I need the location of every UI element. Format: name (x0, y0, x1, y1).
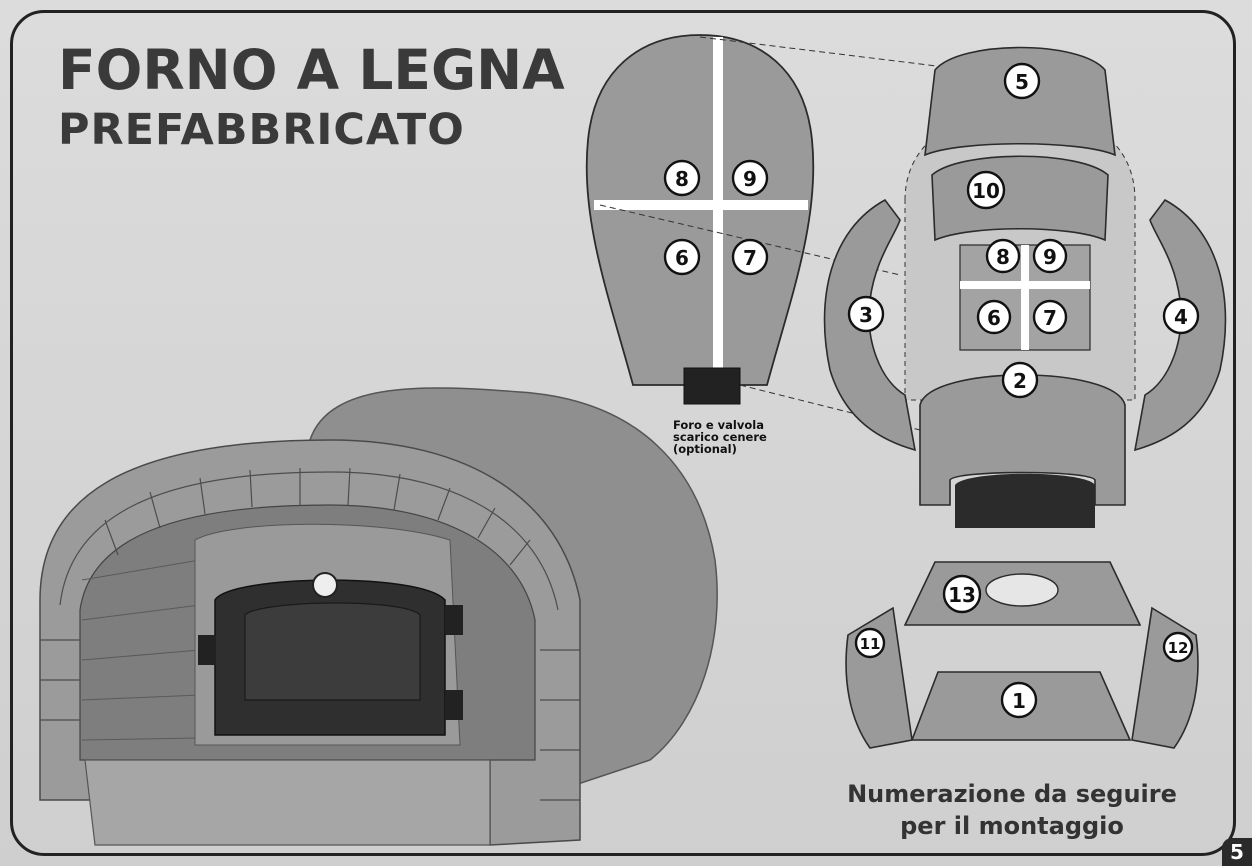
ash-valve-caption: Foro e valvola scarico cenere (optional) (673, 419, 793, 455)
piece-number-12: 12 (1168, 639, 1189, 657)
page-subtitle: PREFABBRICATO (58, 105, 465, 155)
page-number: 5 (1222, 838, 1252, 866)
assembled-oven-illustration (39, 387, 718, 846)
piece-number-3: 3 (859, 303, 873, 327)
piece-number-2: 2 (1013, 369, 1027, 393)
piece-number-9-top: 9 (743, 167, 757, 191)
top-view-numbers: 8 9 6 7 (663, 159, 769, 276)
page-frame (10, 10, 1236, 856)
piece-number-11: 11 (860, 635, 881, 653)
piece-number-7-top: 7 (743, 246, 757, 270)
piece-number-13: 13 (948, 583, 976, 607)
ash-valve-caption-line3: (optional) (673, 442, 737, 456)
piece-number-7: 7 (1043, 306, 1057, 330)
piece-number-6: 6 (987, 306, 1001, 330)
assembly-order-caption-line1: Numerazione da seguire (847, 780, 1177, 808)
piece-number-1: 1 (1012, 689, 1026, 713)
piece-number-8-top: 8 (675, 167, 689, 191)
assembly-order-caption-line2: per il montaggio (900, 812, 1124, 840)
piece-number-8: 8 (996, 245, 1010, 269)
piece-number-5: 5 (1015, 70, 1029, 94)
ash-valve-caption-line2: scarico cenere (673, 430, 767, 444)
piece-number-4: 4 (1174, 305, 1188, 329)
piece-number-6-top: 6 (675, 246, 689, 270)
page-title: FORNO A LEGNA (58, 38, 565, 102)
exploded-view-numbers: 5 10 8 9 3 6 7 4 2 13 11 12 1 (847, 62, 1200, 719)
piece-number-9: 9 (1043, 245, 1057, 269)
piece-number-10: 10 (972, 179, 1000, 203)
ash-valve-caption-line1: Foro e valvola (673, 418, 764, 432)
top-view-pieces-illustration (585, 34, 1011, 431)
assembly-order-caption: Numerazione da seguire per il montaggio (812, 778, 1212, 842)
